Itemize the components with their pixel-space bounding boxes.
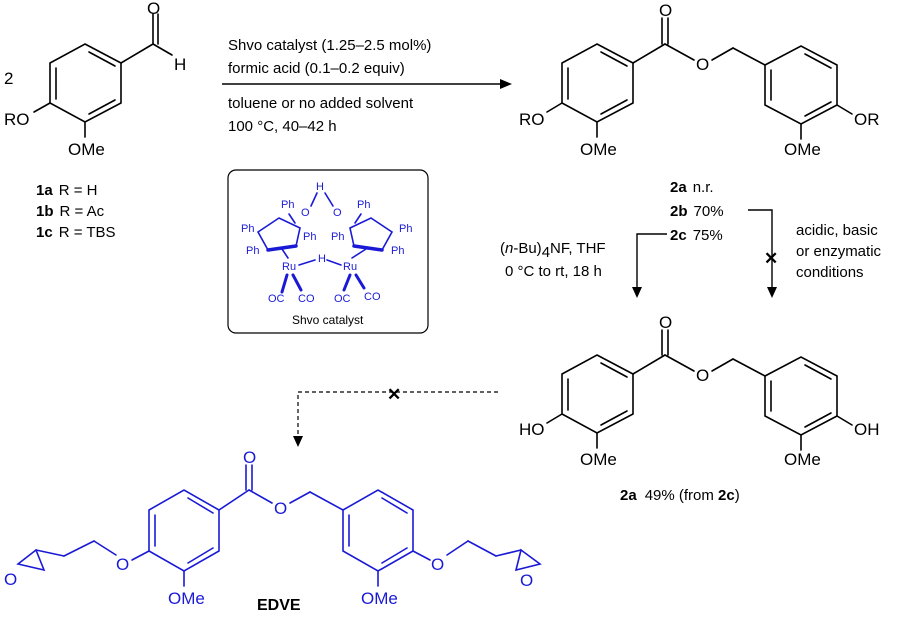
svg-text:OC: OC	[334, 293, 351, 305]
svg-text:Ph: Ph	[303, 231, 316, 243]
svg-text:HO: HO	[519, 420, 545, 439]
aldehyde-h: H	[174, 55, 186, 74]
svg-text:Ph: Ph	[246, 245, 259, 257]
svg-text:O: O	[4, 570, 17, 589]
product-top-structure: RO OMe O O OR OMe	[519, 1, 880, 159]
svg-text:OC: OC	[268, 293, 285, 305]
failed-line-2: or enzymatic	[796, 243, 882, 260]
svg-text:OMe: OMe	[168, 589, 205, 608]
svg-text:OMe: OMe	[784, 140, 821, 159]
catalyst-caption: Shvo catalyst	[292, 313, 364, 327]
svg-text:OR: OR	[854, 110, 880, 129]
condition-line-4: 100 °C, 40–42 h	[228, 118, 337, 135]
svg-text:Ph: Ph	[331, 231, 344, 243]
svg-text:H: H	[316, 181, 324, 193]
top-conditions: Shvo catalyst (1.25–2.5 mol%) formic aci…	[228, 37, 431, 135]
svg-text:H: H	[318, 253, 326, 265]
svg-text:O: O	[431, 555, 444, 574]
failed-epoxidation-arrow: ✕	[293, 385, 498, 447]
deprotect-line-2: 0 °C to rt, 18 h	[505, 263, 602, 280]
svg-text:O: O	[696, 366, 709, 385]
svg-text:O: O	[274, 499, 287, 518]
condition-line-1: Shvo catalyst (1.25–2.5 mol%)	[228, 37, 431, 54]
svg-text:O: O	[243, 448, 256, 467]
svg-text:Ph: Ph	[241, 223, 254, 235]
edve-structure: O O OMe O O OMe O O	[4, 448, 542, 608]
svg-text:OH: OH	[854, 420, 880, 439]
svg-text:RO: RO	[519, 110, 545, 129]
svg-text:O: O	[659, 1, 672, 20]
failed-line-1: acidic, basic	[796, 222, 878, 239]
condition-line-2: formic acid (0.1–0.2 equiv)	[228, 60, 405, 77]
svg-text:OMe: OMe	[361, 589, 398, 608]
deprotection-arrow: (n-Bu)4NF, THF 0 °C to rt, 18 h	[500, 233, 667, 298]
svg-text:O: O	[520, 571, 533, 590]
reactant-ome: OMe	[68, 140, 105, 159]
product-mid-structure: HO OMe O O OH OMe	[519, 313, 880, 469]
failed-hydrolysis-arrow: ✕ acidic, basic or enzymatic conditions	[748, 209, 882, 298]
svg-text:Ph: Ph	[391, 245, 404, 257]
svg-text:Ru: Ru	[282, 261, 296, 273]
svg-text:Ru: Ru	[343, 261, 357, 273]
svg-text:Ph: Ph	[281, 199, 294, 211]
svg-text:O: O	[659, 313, 672, 332]
svg-text:O: O	[696, 55, 709, 74]
svg-text:Ph: Ph	[399, 223, 412, 235]
svg-text:O: O	[301, 207, 310, 219]
epox-cross-mark: ✕	[387, 385, 401, 404]
reactant-ring	[49, 43, 122, 123]
svg-text:O: O	[333, 207, 342, 219]
svg-text:CO: CO	[364, 291, 381, 303]
svg-text:OMe: OMe	[784, 450, 821, 469]
reactant-structure: 2 O H RO OMe	[4, 0, 186, 159]
failed-line-3: conditions	[796, 264, 864, 281]
svg-text:OMe: OMe	[580, 450, 617, 469]
svg-text:Ph: Ph	[357, 199, 370, 211]
stoich-number: 2	[4, 69, 13, 88]
edve-label: EDVE	[257, 597, 301, 614]
svg-text:OMe: OMe	[580, 140, 617, 159]
top-reaction-arrow	[222, 79, 512, 89]
svg-text:O: O	[116, 555, 129, 574]
fail-cross-mark: ✕	[764, 249, 778, 268]
reactant-ro: RO	[4, 110, 30, 129]
svg-text:CO: CO	[298, 293, 315, 305]
deprotect-line-1: (n-Bu)4NF, THF	[500, 240, 606, 261]
condition-line-3: toluene or no added solvent	[228, 95, 414, 112]
aldehyde-o: O	[147, 0, 160, 18]
shvo-catalyst-box: Ph O Ph Ph Ph H O Ph Ph Ph Ph Ru H Ru OC…	[227, 169, 429, 334]
